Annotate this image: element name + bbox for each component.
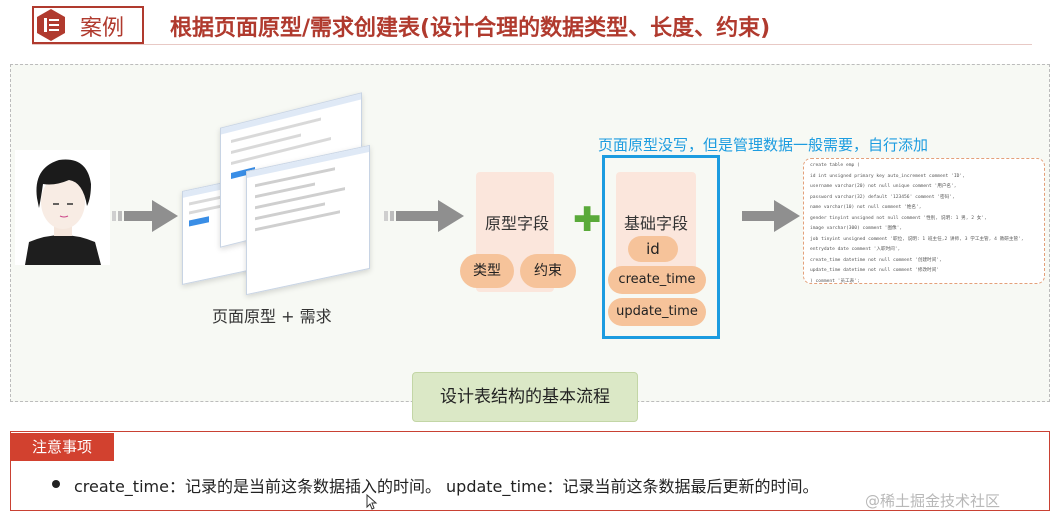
mouse-cursor-icon <box>366 494 378 510</box>
base-field-highlight <box>602 155 720 339</box>
constraint-tag: 约束 <box>520 254 576 288</box>
base-field-create-time: create_time <box>608 266 706 294</box>
watermark: @稀土掘金技术社区 <box>865 492 1001 510</box>
type-tag: 类型 <box>460 254 514 288</box>
arrow-right-icon <box>384 200 464 232</box>
sql-line: update_time datetime not null comment '修… <box>810 268 940 273</box>
sql-line: name varchar(10) not null comment '姓名', <box>810 205 922 210</box>
sql-line: job tinyint unsigned comment '职位, 说明: 1 … <box>810 236 1024 242</box>
header-divider <box>32 44 1032 45</box>
case-label: 案例 <box>80 16 125 41</box>
notice-tag: 注意事项 <box>10 433 114 461</box>
sql-line: create table emp ( <box>810 163 860 168</box>
sql-line: entrydate date comment '入职时间', <box>810 247 901 252</box>
notice-box <box>10 431 1050 511</box>
plus-icon: ✚ <box>573 200 602 240</box>
sql-line: create_time datetime not null comment '创… <box>810 257 942 263</box>
base-field-note: 页面原型没写，但是管理数据一般需要，自行添加 <box>598 136 929 154</box>
avatar <box>15 150 110 265</box>
sql-line: password varchar(32) default '123456' co… <box>810 194 955 200</box>
prototype-field-label: 原型字段 <box>484 214 549 233</box>
bullet-icon <box>52 480 60 488</box>
base-field-update-time: update_time <box>608 298 706 326</box>
sql-line: username varchar(20) not null unique com… <box>810 184 957 189</box>
prototype-screenshots <box>180 92 380 300</box>
sql-line: gender tinyint unsigned not null comment… <box>810 215 987 221</box>
arrow-right-icon <box>112 200 178 232</box>
flow-label: 设计表结构的基本流程 <box>412 372 638 422</box>
base-field-label: 基础字段 <box>623 214 688 233</box>
create-table-sql: create table emp ( id int unsigned prima… <box>803 158 1045 284</box>
notice-text: create_time：记录的是当前这条数据插入的时间。 update_time… <box>74 477 819 496</box>
sql-line: image varchar(300) comment '图像', <box>810 226 903 231</box>
document-icon <box>37 9 65 41</box>
base-field-id: id <box>628 236 678 262</box>
prototype-caption: 页面原型 + 需求 <box>212 307 332 326</box>
sql-line: id int unsigned primary key auto_increme… <box>810 173 965 179</box>
arrow-right-icon <box>742 200 800 232</box>
page-title: 根据页面原型/需求创建表(设计合理的数据类型、长度、约束) <box>170 16 771 41</box>
sql-line: ) comment '员工表'; <box>810 278 860 284</box>
